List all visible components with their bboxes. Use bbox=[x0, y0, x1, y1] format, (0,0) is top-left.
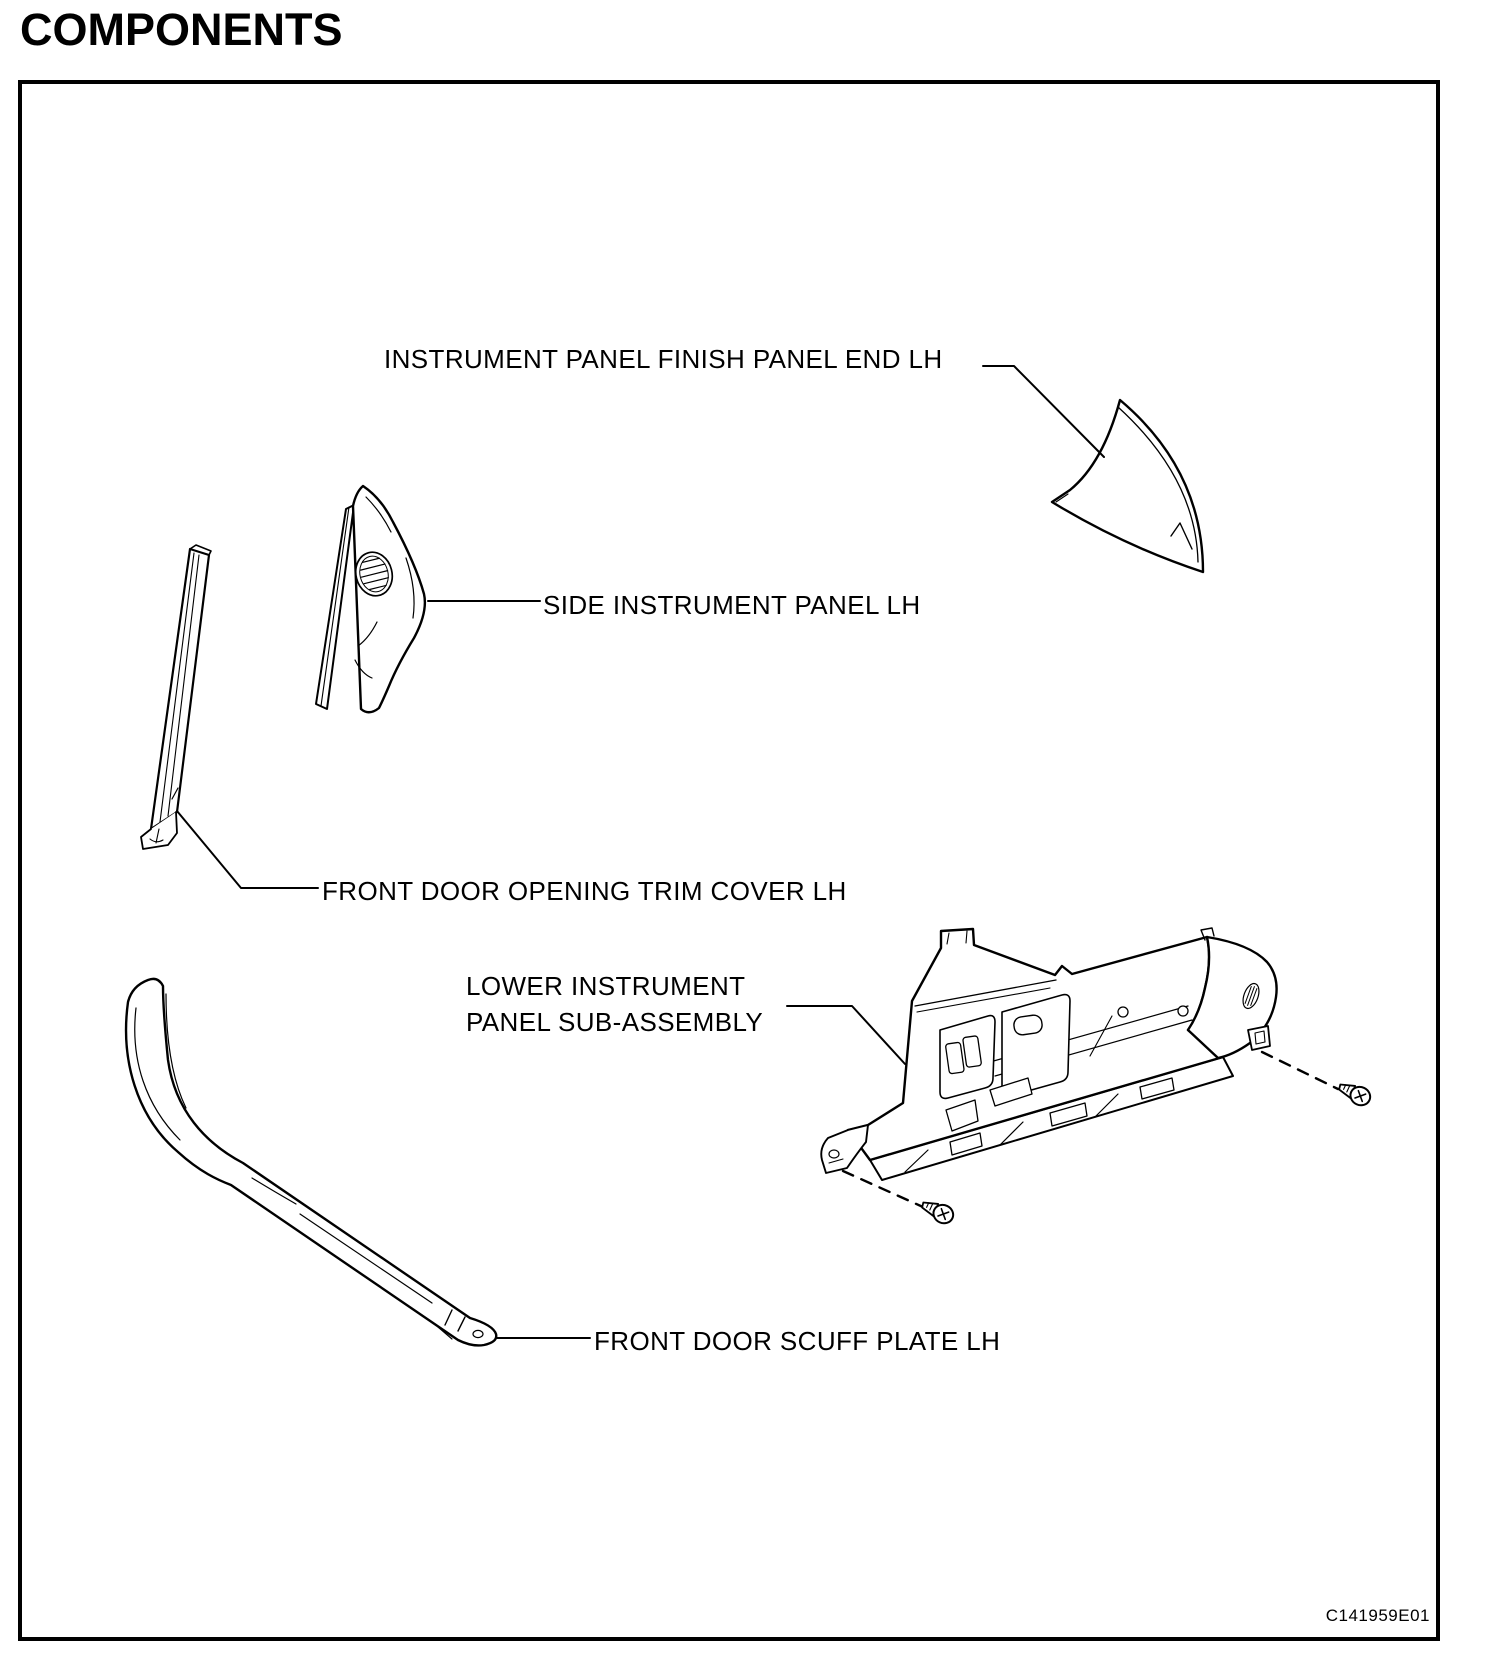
leader-lower-instrument-panel bbox=[786, 1005, 906, 1065]
label-instrument-panel-finish-panel-end: INSTRUMENT PANEL FINISH PANEL END LH bbox=[384, 344, 943, 374]
label-front-door-opening-trim-cover: FRONT DOOR OPENING TRIM COVER LH bbox=[322, 876, 847, 906]
leader-front-door-opening-trim-cover bbox=[176, 810, 319, 889]
leader-instrument-panel-finish-panel-end bbox=[982, 365, 1105, 458]
front-door-scuff-plate-drawing bbox=[124, 977, 498, 1347]
instrument-panel-finish-panel-end-drawing bbox=[1050, 398, 1205, 574]
leader-lines bbox=[176, 365, 1105, 1339]
side-instrument-panel-drawing bbox=[315, 484, 427, 714]
label-front-door-scuff-plate: FRONT DOOR SCUFF PLATE LH bbox=[594, 1326, 1001, 1356]
diagram-border-box bbox=[18, 80, 1440, 1641]
figure-code: C141959E01 bbox=[1325, 1606, 1430, 1625]
label-side-instrument-panel: SIDE INSTRUMENT PANEL LH bbox=[543, 590, 921, 620]
screw-left bbox=[921, 1201, 955, 1225]
screw-dashed-lines bbox=[841, 1050, 1340, 1209]
page-title: COMPONENTS bbox=[20, 4, 343, 55]
front-door-opening-trim-cover-drawing bbox=[140, 544, 212, 850]
label-lower-instrument-panel-line1: LOWER INSTRUMENT bbox=[466, 971, 746, 1001]
lower-instrument-panel-sub-assembly-drawing bbox=[820, 927, 1278, 1181]
label-lower-instrument-panel-sub-assembly: LOWER INSTRUMENT PANEL SUB-ASSEMBLY bbox=[466, 968, 763, 1040]
label-lower-instrument-panel-line2: PANEL SUB-ASSEMBLY bbox=[466, 1007, 764, 1037]
screw-right bbox=[1338, 1083, 1372, 1107]
